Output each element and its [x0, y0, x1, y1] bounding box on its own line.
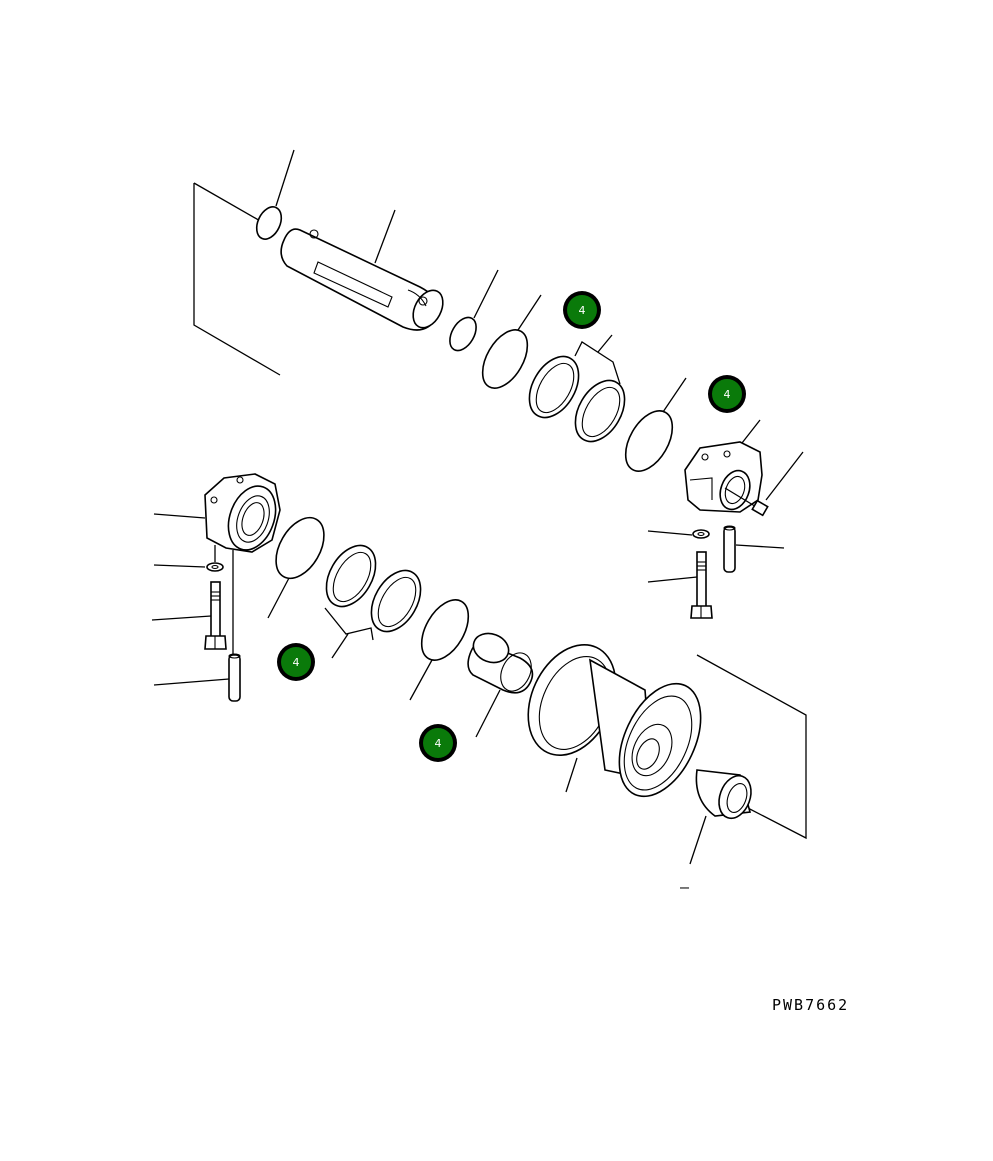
collar-right [684, 419, 763, 513]
bushing [467, 632, 534, 738]
lower-bracket-lines [696, 654, 807, 840]
callout-badge-2: 4 [708, 375, 746, 413]
callout-label: 4 [724, 388, 731, 401]
figure-code: PWB7662 [772, 996, 849, 1014]
bolt-left [151, 581, 227, 650]
o-ring-top [255, 149, 295, 240]
small-o-ring [449, 269, 499, 352]
roller [527, 643, 702, 798]
callout-badge-fill [423, 728, 453, 758]
callout-label: 4 [435, 737, 442, 750]
callout-badge-fill [712, 379, 742, 409]
dowel-pin-right [723, 525, 785, 573]
bolt-right [647, 551, 713, 619]
callout-badge-1: 4 [563, 291, 601, 329]
dowel-pin-left [153, 550, 241, 702]
shaft [280, 209, 444, 331]
callout-badge-3: 4 [277, 643, 315, 681]
large-o-ring-upper [481, 294, 542, 389]
bushing-right [689, 769, 752, 865]
washer-left [153, 545, 224, 572]
callout-badge-4: 4 [419, 724, 457, 762]
collar-left [153, 473, 281, 553]
floating-seal-pair-upper [528, 334, 626, 443]
o-ring-right [624, 377, 687, 472]
washer-right [647, 529, 710, 539]
callout-badge-fill [281, 647, 311, 677]
bolt-small-right [724, 451, 804, 517]
callout-label: 4 [293, 656, 300, 669]
o-ring-lower [409, 599, 470, 701]
o-ring-left [267, 516, 325, 619]
callout-label: 4 [579, 304, 586, 317]
upper-bracket-lines [193, 182, 281, 376]
floating-seal-pair-lower [324, 544, 422, 659]
callout-badge-fill [567, 295, 597, 325]
stray-mark: – [680, 878, 691, 896]
